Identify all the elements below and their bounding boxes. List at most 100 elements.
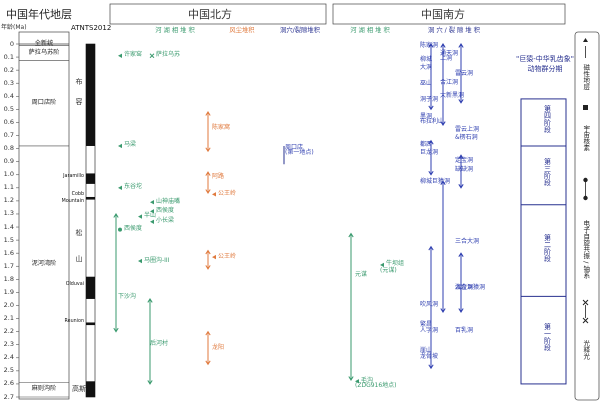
age-axis-label: 年龄(Ma) bbox=[1, 24, 27, 31]
chron-name: 山 bbox=[75, 254, 83, 263]
fauna-site-label: 周口店 bbox=[285, 144, 304, 152]
age-range-arrow-top bbox=[458, 154, 464, 159]
phase-name: 第一阶段 bbox=[543, 323, 552, 352]
age-tick-label: 2.2 bbox=[3, 327, 14, 336]
fauna-site-label: 牛坝组 bbox=[386, 260, 405, 268]
site-triangle-marker bbox=[138, 258, 142, 264]
fauna-site-label: (ZDG916地点) bbox=[355, 382, 397, 390]
fauna-site-label: 上洞 bbox=[440, 55, 453, 63]
legend-frame bbox=[574, 31, 600, 401]
age-tick-label: 0.8 bbox=[3, 144, 14, 153]
normal-polarity-interval bbox=[86, 276, 95, 299]
phase-box-title: "巨猿-中华乳齿象" bbox=[516, 55, 574, 63]
age-tick-label: 0 bbox=[9, 39, 14, 48]
fauna-site-label: 巫山 bbox=[420, 80, 433, 88]
site-triangle-marker bbox=[355, 379, 359, 384]
site-triangle-marker bbox=[150, 219, 154, 225]
legend-dot-icon bbox=[583, 177, 588, 183]
age-range-arrow-top bbox=[147, 298, 153, 303]
fauna-site-label: 公王岭 bbox=[218, 252, 237, 260]
phase-name: 第三阶段 bbox=[543, 158, 552, 187]
fauna-site-label: 许家窑 bbox=[124, 51, 143, 59]
fauna-site-label: 巨龙洞 bbox=[420, 149, 439, 157]
normal-polarity-interval bbox=[86, 173, 95, 184]
stage-name: 麻则沟阶 bbox=[31, 385, 57, 393]
fauna-site-label: 缺缺洞 bbox=[455, 166, 474, 174]
legend-dot-icon bbox=[583, 195, 588, 201]
fauna-site-label: 萨拉乌苏 bbox=[156, 51, 181, 59]
column-header-lake: 河 湖 相 堆 积 bbox=[155, 27, 195, 34]
age-tick-label: 2.1 bbox=[3, 314, 14, 323]
subchron-label: Cobb bbox=[71, 192, 84, 198]
fauna-site-label: 渡左巨猿洞 bbox=[455, 283, 486, 291]
legend-square-icon bbox=[583, 105, 588, 110]
age-tick-label: 0.4 bbox=[3, 91, 14, 100]
fauna-site-label: 陈家窝 bbox=[212, 124, 231, 132]
age-range-arrow-top bbox=[428, 43, 434, 48]
age-range-arrow-top bbox=[458, 43, 464, 48]
age-tick-label: 1.3 bbox=[3, 209, 14, 218]
subchron-label: Jaramillo bbox=[63, 173, 84, 179]
age-range-arrow-bottom bbox=[205, 147, 211, 153]
fauna-site-label: 么合洞 bbox=[455, 283, 474, 291]
site-dot-marker bbox=[118, 227, 122, 232]
age-range-arrow-bottom bbox=[113, 327, 119, 333]
age-range-arrow-bottom bbox=[428, 364, 434, 370]
fauna-site-label: 毛沟 bbox=[361, 376, 374, 384]
legend-label: 电子自旋共振 / 铀系 bbox=[581, 220, 590, 279]
age-range-arrow-bottom bbox=[428, 105, 434, 111]
fauna-site-label: 龙骨坡 bbox=[420, 353, 439, 361]
fauna-site-label: 柳城 bbox=[420, 56, 433, 64]
age-tick-label: 2.3 bbox=[3, 340, 14, 349]
fauna-site-label: 陈家洞 bbox=[420, 42, 439, 50]
fauna-site-label: 元谋 bbox=[355, 270, 368, 278]
age-range-arrow-top bbox=[348, 232, 354, 238]
age-tick-label: 1.8 bbox=[3, 274, 14, 283]
age-range-arrow-top bbox=[205, 330, 211, 336]
fauna-site-label: 合江洞 bbox=[440, 78, 459, 86]
site-triangle-marker bbox=[118, 143, 122, 149]
chron-name: 布 bbox=[75, 78, 83, 87]
age-tick-label: 0.1 bbox=[3, 52, 14, 61]
age-range-arrow-bottom bbox=[348, 376, 354, 381]
age-tick-label: 1.2 bbox=[3, 196, 14, 205]
fauna-site-label: 雷云洞 bbox=[455, 69, 474, 77]
age-tick-label: 0.3 bbox=[3, 78, 14, 87]
age-tick-label: 2.0 bbox=[3, 300, 14, 309]
normal-polarity-interval bbox=[86, 381, 95, 397]
age-range-arrow-bottom bbox=[205, 265, 211, 270]
age-tick-label: 2.6 bbox=[3, 379, 14, 388]
fauna-site-label: 马梁 bbox=[124, 141, 137, 149]
column-header-lake_s: 河 湖 相 堆 积 bbox=[350, 27, 390, 34]
chron-name: 高斯 bbox=[72, 385, 86, 394]
fauna-site-label: 阿路 bbox=[212, 172, 225, 180]
site-triangle-marker bbox=[150, 209, 154, 214]
age-tick-label: 2.4 bbox=[3, 353, 14, 362]
fauna-site-label: 雷云上洞 bbox=[455, 125, 480, 133]
column-header-aeolian: 风尘堆积 bbox=[229, 27, 255, 34]
fauna-site-label: 布拉利山 bbox=[420, 117, 445, 125]
fauna-site-label: 都西 bbox=[420, 141, 433, 149]
column-header-cave_s: 洞 穴 / 裂 隙 堆 积 bbox=[428, 27, 480, 34]
gpts-label: ATNTS2012 bbox=[71, 24, 112, 32]
fauna-site-label: 黑洞 bbox=[420, 112, 433, 120]
age-tick-label: 1.1 bbox=[3, 183, 14, 192]
fauna-site-label: 柳城巨猿洞 bbox=[420, 178, 451, 186]
fauna-site-label: 大洞 bbox=[420, 64, 433, 72]
subchron-label: Reunion bbox=[64, 318, 84, 324]
phase-name: 第四阶段 bbox=[543, 105, 552, 134]
site-triangle-marker bbox=[118, 185, 122, 191]
age-tick-label: 0.5 bbox=[3, 104, 14, 113]
age-tick-label: 0.2 bbox=[3, 65, 14, 74]
age-range-arrow-bottom bbox=[147, 380, 153, 385]
normal-polarity-interval bbox=[86, 44, 95, 146]
age-tick-label: 2.5 bbox=[3, 366, 14, 375]
legend-x-icon bbox=[582, 317, 589, 324]
normal-polarity-interval bbox=[86, 196, 95, 200]
age-tick-label: 1.4 bbox=[3, 222, 14, 231]
fauna-site-label: 通天洞 bbox=[440, 49, 459, 57]
subchron-label: Olduvai bbox=[65, 282, 84, 288]
legend-x-icon bbox=[582, 299, 589, 306]
